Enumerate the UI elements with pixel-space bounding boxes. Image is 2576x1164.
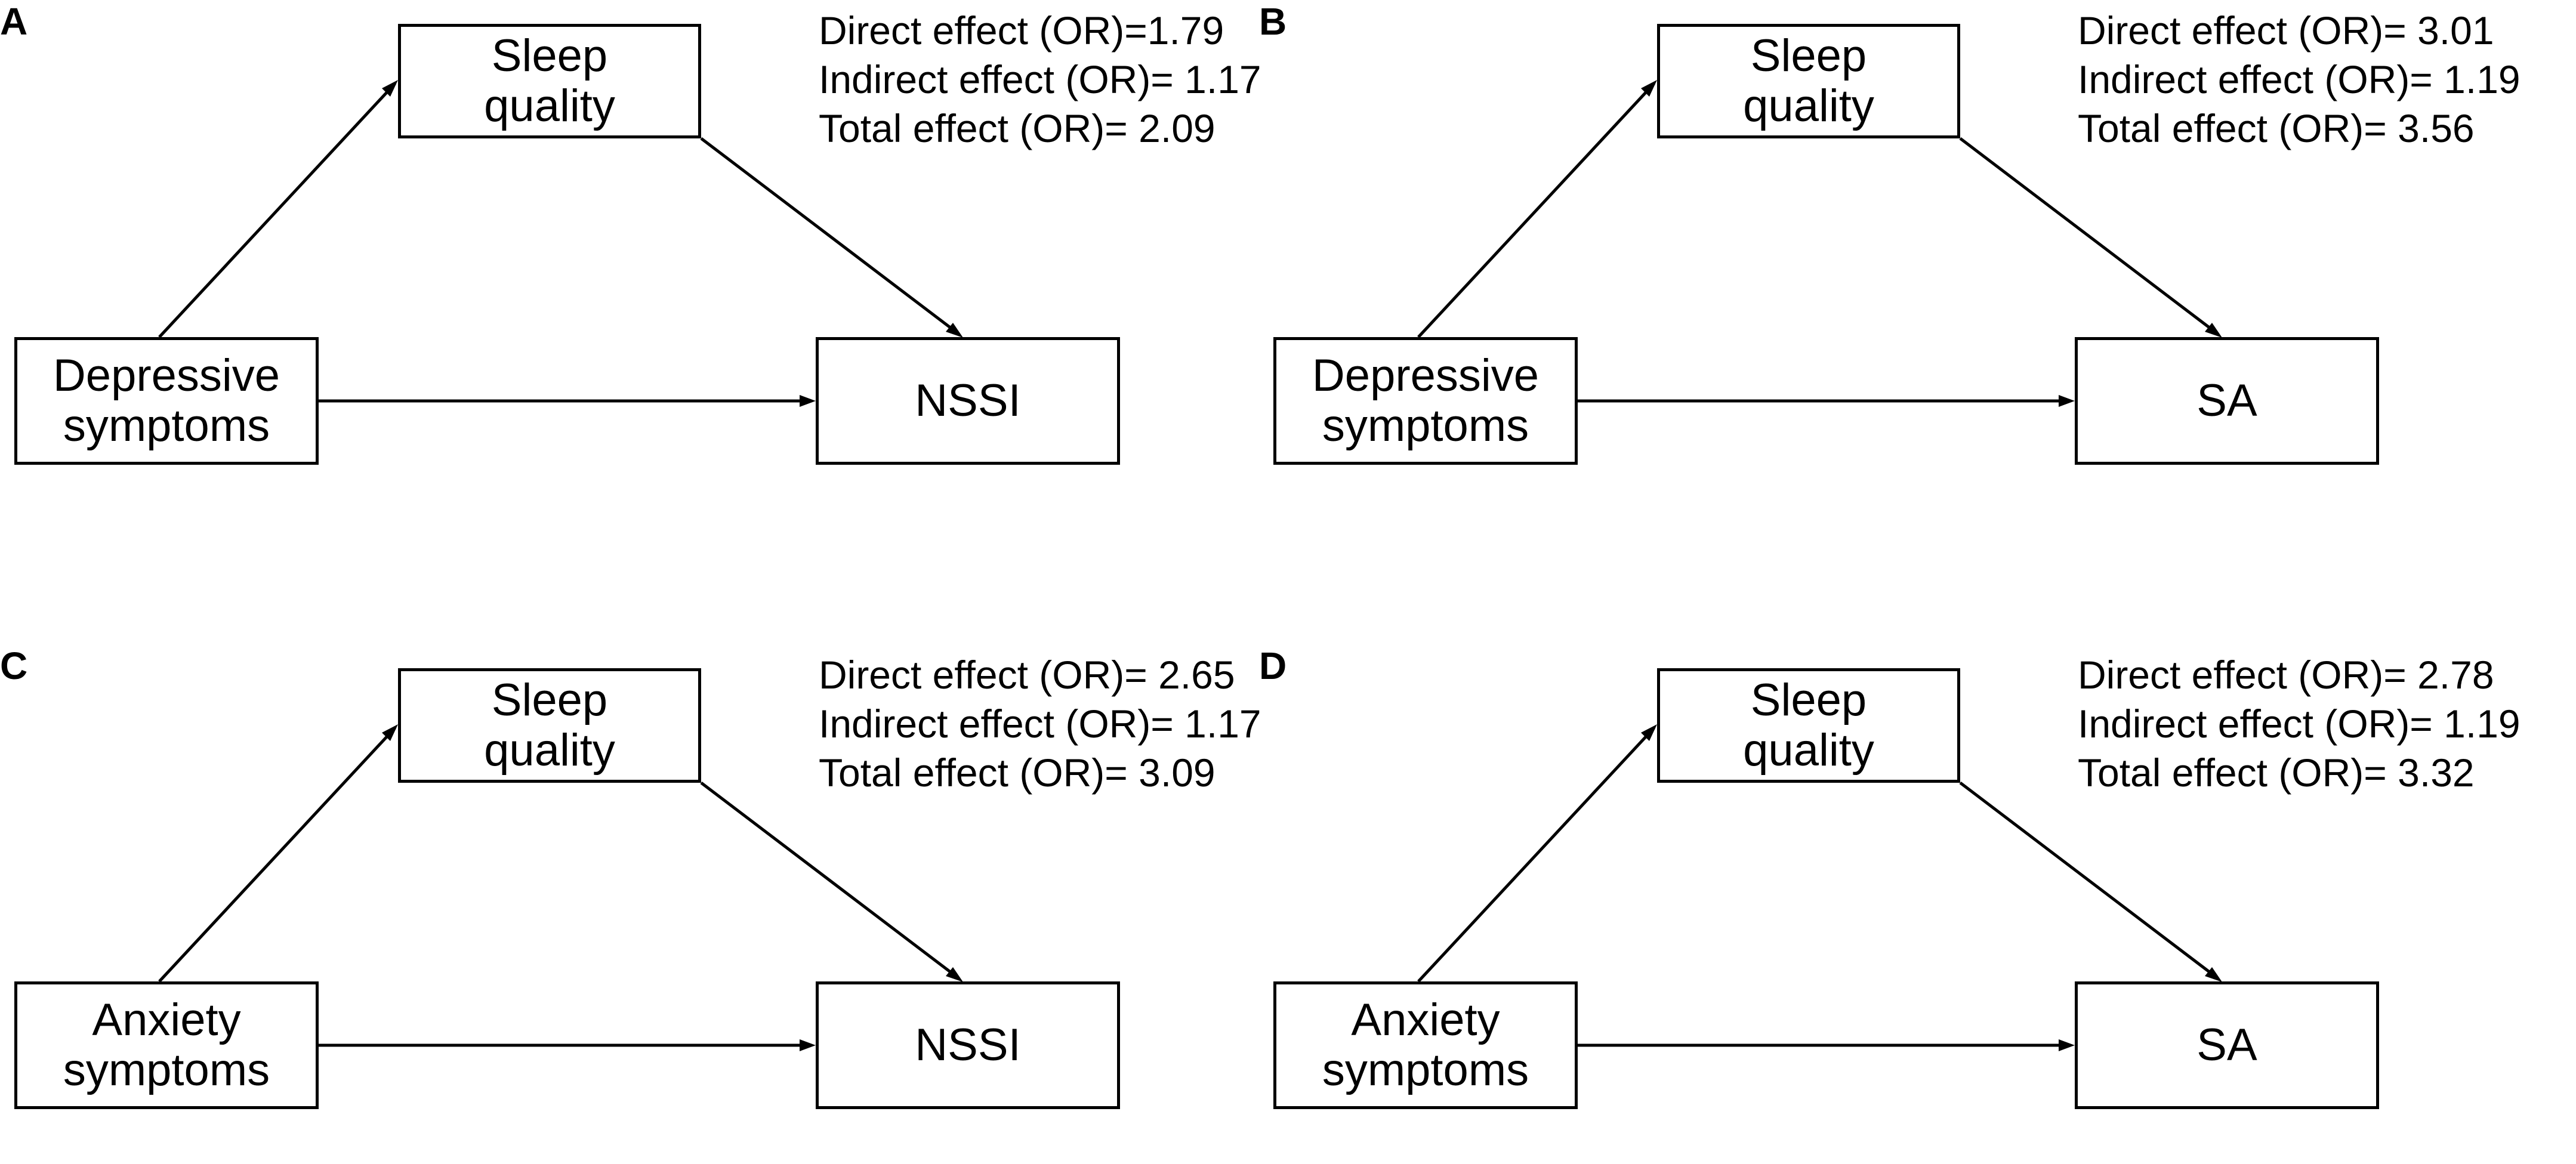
direct-effect: Direct effect (OR)=1.79: [819, 8, 1224, 53]
outcome-box: SA: [2075, 981, 2379, 1109]
panel-label: B: [1259, 0, 1287, 43]
effects-text: Direct effect (OR)= 2.78 Indirect effect…: [2078, 650, 2521, 797]
mediator-label: Sleep quality: [1743, 30, 1874, 131]
arrowhead: [382, 724, 398, 741]
outcome-label: SA: [2196, 375, 2257, 426]
effects-text: Direct effect (OR)= 2.65 Indirect effect…: [819, 650, 1261, 797]
predictor-box: Anxiety symptoms: [14, 981, 319, 1109]
mediator-label: Sleep quality: [484, 675, 615, 776]
panel-label: D: [1259, 644, 1287, 687]
mediator-box: Sleep quality: [398, 668, 701, 783]
arrowhead: [2205, 323, 2222, 338]
mediator-box: Sleep quality: [1657, 24, 1960, 138]
predictor-box: Depressive symptoms: [1273, 337, 1578, 465]
indirect-effect: Indirect effect (OR)= 1.17: [819, 702, 1261, 746]
panel-a: A Sleep quality Depressive symptoms NSSI…: [0, 0, 1266, 513]
arrowhead: [1641, 80, 1657, 97]
arrows: [1417, 724, 2222, 1051]
mediator-label: Sleep quality: [1743, 675, 1874, 776]
predictor-box: Depressive symptoms: [14, 337, 319, 465]
arrows: [158, 80, 963, 407]
total-effect: Total effect (OR)= 3.56: [2078, 106, 2475, 150]
effects-text: Direct effect (OR)= 3.01 Indirect effect…: [2078, 6, 2521, 153]
arrow-mediator-to-outcome: [700, 782, 960, 980]
outcome-label: NSSI: [915, 1020, 1021, 1070]
indirect-effect: Indirect effect (OR)= 1.19: [2078, 702, 2521, 746]
mediator-label: Sleep quality: [484, 30, 615, 131]
arrow-predictor-to-mediator: [158, 82, 396, 338]
outcome-box: NSSI: [816, 337, 1120, 465]
predictor-label: Depressive symptoms: [53, 350, 280, 451]
arrowhead: [800, 1039, 816, 1051]
outcome-box: NSSI: [816, 981, 1120, 1109]
outcome-box: SA: [2075, 337, 2379, 465]
direct-effect: Direct effect (OR)= 2.78: [2078, 653, 2494, 697]
panel-d: D Sleep quality Anxiety symptoms SA Dire…: [1259, 644, 2525, 1157]
panel-b: B Sleep quality Depressive symptoms SA D…: [1259, 0, 2525, 513]
mediator-box: Sleep quality: [398, 24, 701, 138]
panel-label: C: [0, 644, 28, 687]
arrowhead: [2059, 395, 2075, 407]
arrowhead: [2205, 967, 2222, 982]
arrow-mediator-to-outcome: [700, 137, 960, 335]
total-effect: Total effect (OR)= 3.32: [2078, 751, 2475, 795]
indirect-effect: Indirect effect (OR)= 1.17: [819, 57, 1261, 101]
arrowhead: [1641, 724, 1657, 741]
direct-effect: Direct effect (OR)= 2.65: [819, 653, 1235, 697]
outcome-label: SA: [2196, 1020, 2257, 1070]
arrowhead: [946, 323, 963, 338]
predictor-label: Depressive symptoms: [1312, 350, 1540, 451]
panel-c: C Sleep quality Anxiety symptoms NSSI Di…: [0, 644, 1266, 1157]
arrow-predictor-to-mediator: [1417, 727, 1655, 983]
predictor-label: Anxiety symptoms: [63, 995, 270, 1095]
effects-text: Direct effect (OR)=1.79 Indirect effect …: [819, 6, 1261, 153]
arrowhead: [946, 967, 963, 982]
arrowhead: [2059, 1039, 2075, 1051]
arrowhead: [382, 80, 398, 97]
arrowhead: [800, 395, 816, 407]
arrow-mediator-to-outcome: [1959, 782, 2219, 980]
arrow-predictor-to-mediator: [1417, 82, 1655, 338]
arrow-predictor-to-mediator: [158, 727, 396, 983]
arrow-mediator-to-outcome: [1959, 137, 2219, 335]
total-effect: Total effect (OR)= 2.09: [819, 106, 1215, 150]
predictor-label: Anxiety symptoms: [1322, 995, 1529, 1095]
panel-label: A: [0, 0, 28, 43]
direct-effect: Direct effect (OR)= 3.01: [2078, 8, 2494, 53]
arrows: [1417, 80, 2222, 407]
predictor-box: Anxiety symptoms: [1273, 981, 1578, 1109]
total-effect: Total effect (OR)= 3.09: [819, 751, 1215, 795]
indirect-effect: Indirect effect (OR)= 1.19: [2078, 57, 2521, 101]
arrows: [158, 724, 963, 1051]
mediator-box: Sleep quality: [1657, 668, 1960, 783]
outcome-label: NSSI: [915, 375, 1021, 426]
